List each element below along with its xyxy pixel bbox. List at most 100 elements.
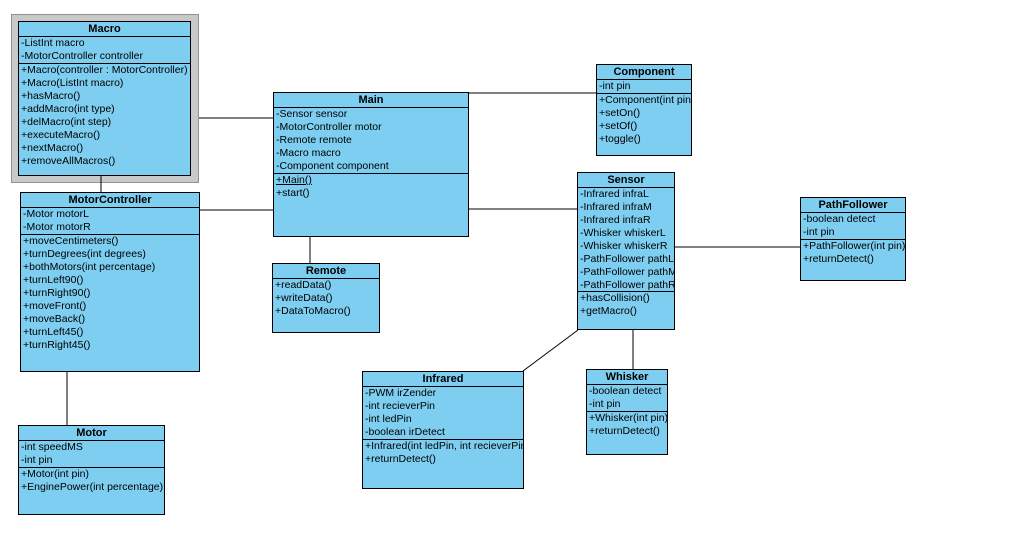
attribute-row: -int pin — [21, 454, 53, 466]
attribute-row: -MotorController controller — [21, 50, 143, 62]
attribute-row: -Infrared infraR — [580, 214, 651, 226]
methods-compartment: +Component(int pin) +setOn() +setOf() +t… — [597, 94, 691, 146]
method-row: +Component(int pin) — [599, 94, 692, 106]
method-row: +moveCentimeters() — [23, 235, 119, 247]
method-row: +returnDetect() — [589, 425, 660, 437]
attributes-compartment: -Sensor sensor -MotorController motor -R… — [274, 108, 468, 174]
method-row: +turnLeft90() — [23, 274, 84, 286]
methods-compartment: +Motor(int pin) +EnginePower(int percent… — [19, 468, 164, 494]
attribute-row: -int pin — [589, 398, 621, 410]
methods-compartment: +Macro(controller : MotorController) +Ma… — [19, 64, 190, 168]
method-row: +nextMacro() — [21, 142, 84, 154]
class-box-whisker[interactable]: Whisker -boolean detect -int pin +Whiske… — [586, 369, 668, 455]
method-row: +moveBack() — [23, 313, 86, 325]
class-box-infrared[interactable]: Infrared -PWM irZender -int recieverPin … — [362, 371, 524, 489]
class-title: Whisker — [587, 370, 667, 385]
method-row: +addMacro(int type) — [21, 103, 115, 115]
attribute-row: -Infrared infraL — [580, 188, 649, 200]
class-box-motor[interactable]: Motor -int speedMS -int pin +Motor(int p… — [18, 425, 165, 515]
class-box-motorcontroller[interactable]: MotorController -Motor motorL -Motor mot… — [20, 192, 200, 372]
attribute-row: -ListInt macro — [21, 37, 85, 49]
method-row: +setOn() — [599, 107, 641, 119]
methods-compartment: +readData() +writeData() +DataToMacro() — [273, 279, 379, 318]
method-row: +returnDetect() — [803, 253, 874, 265]
method-row: +hasMacro() — [21, 90, 81, 102]
attributes-compartment: -int pin — [597, 80, 691, 94]
method-row: +moveFront() — [23, 300, 87, 312]
attribute-row: -Motor motorL — [23, 208, 89, 220]
method-row: +Macro(controller : MotorController) — [21, 64, 188, 76]
method-row: +start() — [276, 187, 310, 199]
method-row: +returnDetect() — [365, 453, 436, 465]
class-title: Sensor — [578, 173, 674, 188]
class-title: Motor — [19, 426, 164, 441]
class-title: Component — [597, 65, 691, 80]
attribute-row: -int pin — [599, 80, 631, 92]
attribute-row: -int ledPin — [365, 413, 412, 425]
class-title: Remote — [273, 264, 379, 279]
method-row: +writeData() — [275, 292, 333, 304]
attributes-compartment: -int speedMS -int pin — [19, 441, 164, 468]
method-row: +Infrared(int ledPin, int recieverPin) — [365, 440, 524, 452]
method-row: +hasCollision() — [580, 292, 650, 304]
attribute-row: -Sensor sensor — [276, 108, 348, 120]
attributes-compartment: -PWM irZender -int recieverPin -int ledP… — [363, 387, 523, 440]
class-box-pathfollower[interactable]: PathFollower -boolean detect -int pin +P… — [800, 197, 906, 281]
attribute-row: -PWM irZender — [365, 387, 437, 399]
method-row: +executeMacro() — [21, 129, 101, 141]
attribute-row: -Whisker whiskerL — [580, 227, 666, 239]
attribute-row: -MotorController motor — [276, 121, 382, 133]
attribute-row: -int recieverPin — [365, 400, 436, 412]
attribute-row: -PathFollower pathL — [580, 253, 674, 265]
attributes-compartment: -boolean detect -int pin — [587, 385, 667, 412]
attribute-row: -int pin — [803, 226, 835, 238]
class-box-remote[interactable]: Remote +readData() +writeData() +DataToM… — [272, 263, 380, 333]
class-box-main[interactable]: Main -Sensor sensor -MotorController mot… — [273, 92, 469, 237]
attribute-row: -Motor motorR — [23, 221, 91, 233]
method-row: +Whisker(int pin) — [589, 412, 668, 424]
attribute-row: -Infrared infraM — [580, 201, 652, 213]
methods-compartment: +moveCentimeters() +turnDegrees(int degr… — [21, 235, 199, 352]
method-row: +toggle() — [599, 133, 641, 145]
class-title: Infrared — [363, 372, 523, 387]
method-row: +delMacro(int step) — [21, 116, 112, 128]
attribute-row: -PathFollower pathM — [580, 266, 675, 278]
class-box-macro[interactable]: Macro -ListInt macro -MotorController co… — [18, 21, 191, 176]
attribute-row: -PathFollower pathR — [580, 279, 675, 291]
method-row: +readData() — [275, 279, 332, 291]
attribute-row: -boolean irDetect — [365, 426, 445, 438]
method-row: +getMacro() — [580, 305, 637, 317]
attribute-row: -int speedMS — [21, 441, 83, 453]
association-sensor-infrared[interactable] — [522, 329, 579, 372]
method-row: +setOf() — [599, 120, 638, 132]
method-row: +EnginePower(int percentage) — [21, 481, 164, 493]
method-row: +turnLeft45() — [23, 326, 84, 338]
method-row: +Macro(ListInt macro) — [21, 77, 124, 89]
methods-compartment: +Whisker(int pin) +returnDetect() — [587, 412, 667, 438]
methods-compartment: +hasCollision() +getMacro() — [578, 292, 674, 318]
method-row: +removeAllMacros() — [21, 155, 116, 167]
methods-compartment: +PathFollower(int pin) +returnDetect() — [801, 240, 905, 266]
attributes-compartment: -Motor motorL -Motor motorR — [21, 208, 199, 235]
class-box-sensor[interactable]: Sensor -Infrared infraL -Infrared infraM… — [577, 172, 675, 330]
attribute-row: -Macro macro — [276, 147, 341, 159]
class-title: PathFollower — [801, 198, 905, 213]
class-title: Main — [274, 93, 468, 108]
method-row: +bothMotors(int percentage) — [23, 261, 156, 273]
attribute-row: -Remote remote — [276, 134, 352, 146]
attribute-row: -Whisker whiskerR — [580, 240, 668, 252]
class-title: MotorController — [21, 193, 199, 208]
attributes-compartment: -ListInt macro -MotorController controll… — [19, 37, 190, 64]
attribute-row: -boolean detect — [803, 213, 876, 225]
attributes-compartment: -boolean detect -int pin — [801, 213, 905, 240]
class-box-component[interactable]: Component -int pin +Component(int pin) +… — [596, 64, 692, 156]
attributes-compartment: -Infrared infraL -Infrared infraM -Infra… — [578, 188, 674, 292]
method-row: +Motor(int pin) — [21, 468, 89, 480]
method-row: +DataToMacro() — [275, 305, 351, 317]
method-row: +turnDegrees(int degrees) — [23, 248, 146, 260]
attribute-row: -Component component — [276, 160, 389, 172]
methods-compartment: +Infrared(int ledPin, int recieverPin) +… — [363, 440, 523, 466]
attribute-row: -boolean detect — [589, 385, 662, 397]
method-row: +turnRight45() — [23, 339, 91, 351]
